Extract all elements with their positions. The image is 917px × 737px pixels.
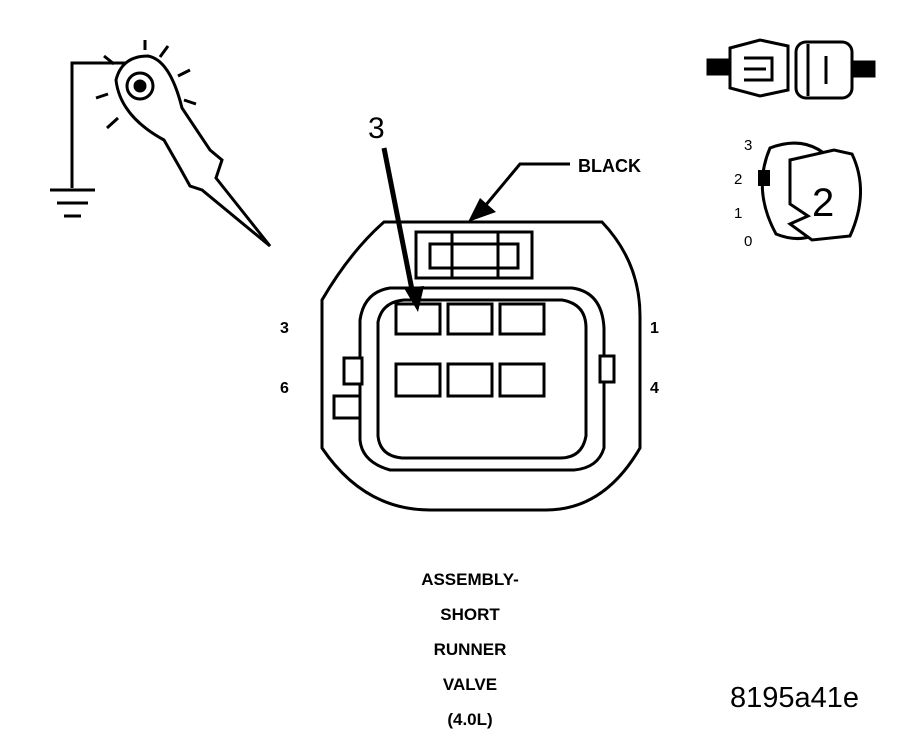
callout-arrow (381, 147, 424, 312)
disconnected-connector-icon (706, 38, 876, 100)
ignition-key-icon: 3 2 1 0 2 (734, 137, 862, 250)
component-caption: ASSEMBLY- SHORT RUNNER VALVE (4.0L) (330, 562, 610, 737)
wire-color-label: BLACK (578, 156, 641, 176)
black-leader-arrow (468, 162, 570, 222)
cavity-5 (446, 362, 494, 398)
caption-line: ASSEMBLY- (421, 570, 519, 589)
pin-label-6: 6 (280, 380, 289, 397)
cavity-1 (498, 302, 546, 336)
cavity-4 (498, 362, 546, 398)
ignition-position-2: 2 (734, 171, 742, 188)
caption-line: (4.0L) (447, 710, 493, 729)
ignition-position-1: 1 (734, 205, 742, 222)
figure-id: 8195a41e (730, 682, 860, 714)
ignition-position-3: 3 (744, 137, 752, 154)
pin-label-1: 1 (650, 320, 659, 337)
caption-line: SHORT (440, 605, 500, 624)
ignition-key-label: 2 (812, 181, 834, 225)
cavity-2 (446, 302, 494, 336)
pin-label-4: 4 (650, 380, 659, 397)
test-light-probe-icon (95, 40, 272, 248)
caption-line: RUNNER (433, 640, 507, 659)
connector-cavities (394, 302, 546, 398)
pin-label-3: 3 (280, 320, 289, 337)
caption-line: VALVE (442, 675, 498, 694)
callout-number: 3 (368, 112, 385, 145)
cavity-6 (394, 362, 442, 398)
ignition-position-0: 0 (744, 233, 752, 250)
